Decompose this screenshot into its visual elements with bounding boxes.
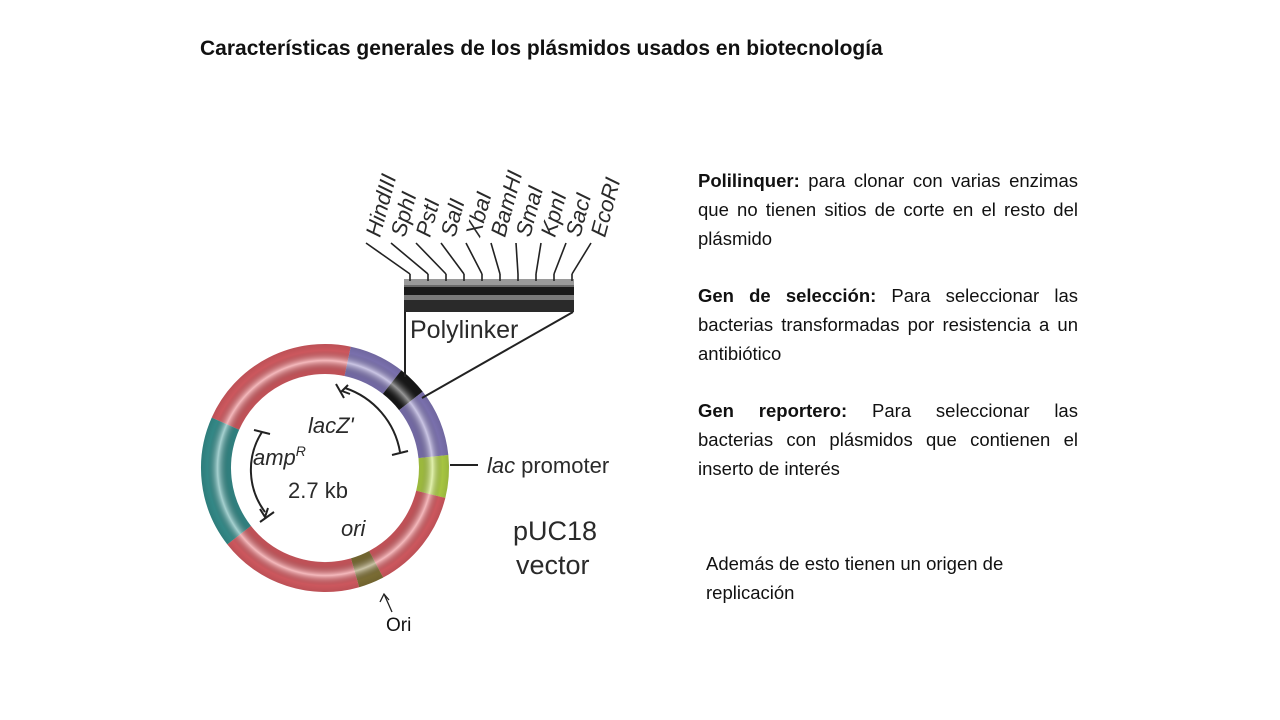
term-selection-gene: Gen de selección: <box>698 285 877 306</box>
plasmid-size-label: 2.7 kb <box>288 478 348 503</box>
description-reporter-gene: Gen reportero: Para seleccionar las bact… <box>698 396 1078 483</box>
polylinker-bar <box>404 279 574 312</box>
restriction-site-leader <box>515 242 519 275</box>
restriction-site-leader <box>571 242 592 275</box>
term-reporter-gene: Gen reportero: <box>698 400 848 421</box>
ampr-label-sup: R <box>296 443 306 459</box>
restriction-site-leader <box>553 242 567 275</box>
lacz-arrow <box>335 383 409 456</box>
restriction-site-leader <box>390 242 429 275</box>
ampr-label: ampR <box>253 443 306 470</box>
ampr-arrow <box>249 429 275 523</box>
restriction-site-label: EcoRI <box>586 175 626 239</box>
lac-label-rest: promoter <box>521 453 609 478</box>
text-reporter-gene: Para seleccionar las bacterias con plásm… <box>698 400 1078 479</box>
origin-note: Además de esto tienen un origen de repli… <box>706 553 1004 603</box>
polylinker-label: Polylinker <box>410 316 518 344</box>
slide-title: Características generales de los plásmid… <box>200 37 883 60</box>
lacz-label: lacZ' <box>308 413 355 438</box>
restriction-site-leader <box>535 242 542 275</box>
ori-inner-label: ori <box>341 516 367 541</box>
ori-pointer-arrow <box>379 592 393 613</box>
restriction-site-leader <box>465 242 483 275</box>
term-polylinker: Polilinquer: <box>698 170 800 191</box>
vector-word: vector <box>516 550 590 580</box>
ori-pointer-label: Ori <box>386 615 412 636</box>
lac-label-italic: lac <box>487 453 515 478</box>
restriction-site-leader <box>365 242 411 275</box>
ring-shading <box>201 344 449 592</box>
text-polylinker: para clonar con varias enzimas que no ti… <box>698 170 1078 249</box>
description-selection-gene: Gen de selección: Para seleccionar las b… <box>698 281 1078 368</box>
ampr-label-main: amp <box>253 445 296 470</box>
restriction-site-leader <box>440 242 465 275</box>
description-polylinker: Polilinquer: para clonar con varias enzi… <box>698 166 1078 253</box>
restriction-sites: HindIIISphIPstISalIXbaIBamHISmaIKpnISacI… <box>361 168 626 281</box>
restriction-site-leader <box>490 242 501 275</box>
polylinker-connector-right <box>421 311 574 399</box>
vector-name: pUC18 <box>513 516 597 546</box>
restriction-site-leader <box>415 242 447 275</box>
text-selection-gene: Para seleccionar las bacterias transform… <box>698 285 1078 364</box>
